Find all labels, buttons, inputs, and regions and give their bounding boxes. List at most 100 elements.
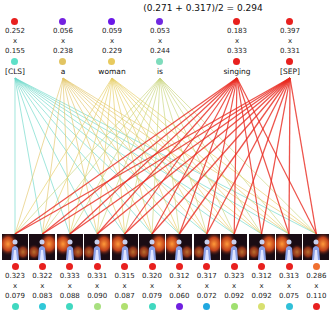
attention-line (15, 78, 179, 234)
attention-line (160, 78, 234, 234)
score-dot (258, 303, 265, 310)
score-dot (258, 263, 265, 270)
video-frame (166, 234, 192, 260)
attention-line (15, 78, 42, 234)
attention-line (97, 78, 112, 234)
frame-node: 0.331x0.090 (84, 234, 110, 311)
score-value: 0.323 (224, 271, 244, 281)
times-sign: x (260, 281, 264, 291)
frame-node: 0.312x0.092 (249, 234, 275, 311)
attention-line (15, 78, 207, 234)
attention-line (234, 78, 290, 234)
attention-line (262, 78, 290, 234)
score-value: 0.252 (5, 26, 25, 36)
score-value: 0.088 (60, 291, 80, 301)
video-frame (57, 234, 83, 260)
attention-line (15, 78, 289, 234)
score-dot (59, 58, 66, 65)
attention-line (112, 78, 262, 234)
times-sign: x (205, 281, 209, 291)
score-dot (176, 263, 183, 270)
score-value: 0.313 (279, 271, 299, 281)
attention-line (97, 78, 290, 234)
times-sign: x (95, 281, 99, 291)
frame-node: 0.322x0.083 (29, 234, 55, 311)
score-value: 0.238 (53, 46, 73, 56)
score-dot (231, 303, 238, 310)
times-sign: x (287, 281, 291, 291)
video-frame (112, 234, 138, 260)
token-node: 0.397x0.331[SEP] (280, 16, 300, 77)
token-word: a (61, 66, 66, 77)
times-sign: x (68, 281, 72, 291)
frame-node: 0.323x0.092 (221, 234, 247, 311)
score-dot (233, 58, 240, 65)
score-value: 0.059 (102, 26, 122, 36)
score-value: 0.079 (142, 291, 162, 301)
score-value: 0.331 (87, 271, 107, 281)
attention-line (15, 78, 160, 234)
video-frame (276, 234, 302, 260)
attention-line (125, 78, 290, 234)
video-frame (194, 234, 220, 260)
attention-line (288, 78, 290, 234)
attention-line (152, 78, 290, 234)
score-value: 0.322 (32, 271, 52, 281)
token-word: is (157, 66, 163, 77)
video-frame (303, 234, 329, 260)
attention-line (70, 78, 290, 234)
score-value: 0.333 (227, 46, 247, 56)
video-frame (249, 234, 275, 260)
times-sign: x (235, 36, 239, 46)
score-dot (233, 18, 240, 25)
score-value: 0.183 (227, 26, 247, 36)
frame-node: 0.333x0.088 (57, 234, 83, 311)
score-value: 0.092 (252, 291, 272, 301)
score-dot (313, 263, 320, 270)
score-value: 0.244 (150, 46, 170, 56)
times-sign: x (232, 281, 236, 291)
token-node: 0.059x0.229woman (98, 16, 125, 77)
attention-line (290, 78, 316, 234)
attention-line (112, 78, 179, 234)
token-node: 0.252x0.155[CLS] (5, 16, 25, 77)
video-frame (2, 234, 28, 260)
video-frame (29, 234, 55, 260)
attention-line (15, 78, 112, 234)
score-value: 0.229 (102, 46, 122, 56)
times-sign: x (314, 281, 318, 291)
score-dot (11, 58, 18, 65)
video-frame (221, 234, 247, 260)
times-sign: x (40, 281, 44, 291)
token-word: [CLS] (5, 66, 25, 77)
score-value: 0.323 (5, 271, 25, 281)
video-frame (139, 234, 165, 260)
score-value: 0.075 (279, 291, 299, 301)
times-sign: x (13, 281, 17, 291)
attention-line (179, 78, 290, 234)
token-node: 0.056x0.238a (53, 16, 73, 77)
score-dot (59, 18, 66, 25)
score-dot (203, 263, 210, 270)
score-value: 0.092 (224, 291, 244, 301)
score-dot (39, 303, 46, 310)
token-word: singing (223, 66, 250, 77)
score-value: 0.060 (169, 291, 189, 301)
score-dot (108, 18, 115, 25)
score-value: 0.286 (306, 271, 326, 281)
score-dot (286, 263, 293, 270)
score-dot (121, 303, 128, 310)
attention-line (160, 78, 179, 234)
score-dot (156, 18, 163, 25)
score-dot (176, 303, 183, 310)
score-dot (286, 18, 293, 25)
frame-node: 0.286x0.110 (303, 234, 329, 311)
score-dot (149, 263, 156, 270)
score-dot (286, 303, 293, 310)
frame-node: 0.320x0.079 (139, 234, 165, 311)
times-sign: x (288, 36, 292, 46)
score-value: 0.317 (197, 271, 217, 281)
times-sign: x (61, 36, 65, 46)
score-value: 0.110 (306, 291, 326, 301)
